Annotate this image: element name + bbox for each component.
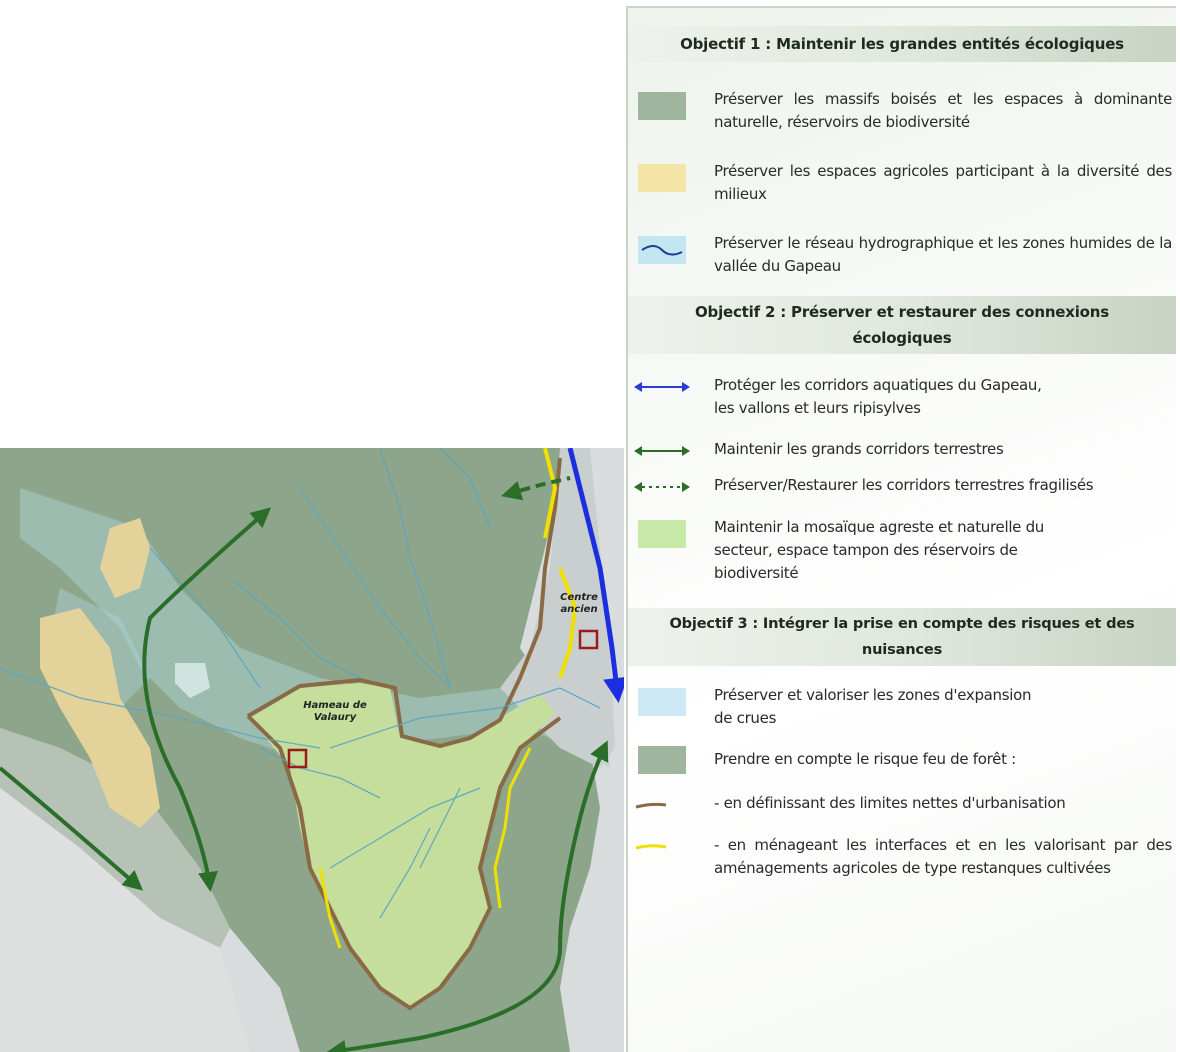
legend-item-mosaique-agreste: Maintenir la mosaïque agreste et naturel… (628, 516, 1176, 592)
objectif-3-title-line2: nuisances (861, 641, 943, 658)
mosaique-swatch (638, 520, 686, 548)
map-canvas (0, 448, 624, 1052)
legend-text-mosaique-line1: Maintenir la mosaïque agreste et naturel… (714, 518, 1045, 536)
legend-item-limites-urbanisation: - en définissant des limites nettes d'ur… (628, 792, 1176, 816)
centre-ancien-label: Centre ancien (554, 592, 604, 616)
blue-double-arrow-icon (634, 382, 690, 392)
green-dashed-arrow-icon (634, 482, 690, 492)
legend-text-aquatiques-line1: Protéger les corridors aquatiques du Gap… (714, 376, 1042, 394)
centre-ancien-marker (578, 629, 599, 650)
legend-item-massifs-boises: Préserver les massifs boisés et les espa… (628, 88, 1176, 138)
legend-item-grands-corridors: Maintenir les grands corridors terrestre… (628, 438, 1176, 462)
legend-text-hydro: Préserver le réseau hydrographique et le… (714, 234, 1172, 275)
map-legend: Objectif 1 : Maintenir les grandes entit… (626, 6, 1176, 1052)
legend-text-aquatiques-line2: les vallons et leurs ripisylves (714, 399, 921, 417)
hameau-valaury-marker (287, 748, 308, 769)
objectif-1-title: Objectif 1 : Maintenir les grandes entit… (680, 35, 1124, 53)
interface-line (543, 448, 558, 539)
objectif-2-title-line1: Objectif 2 : Préserver et restaurer des … (694, 303, 1109, 321)
hydro-line-icon (641, 245, 683, 256)
aquatic-corridor (567, 448, 624, 703)
feu-swatch (638, 746, 686, 774)
legend-item-corridors-fragilises: Préserver/Restaurer les corridors terres… (628, 474, 1176, 498)
legend-text-limites: - en définissant des limites nettes d'ur… (714, 794, 1066, 812)
crues-swatch (638, 688, 686, 716)
terrestrial-corridors (0, 476, 609, 1052)
legend-item-reseau-hydro: Préserver le réseau hydrographique et le… (628, 232, 1176, 282)
agricultural-patch (100, 518, 150, 598)
legend-text-interfaces: - en ménageant les interfaces et en les … (714, 836, 1172, 877)
hameau-valaury-label: Hameau de Valaury (300, 700, 370, 724)
centre-label-line2: ancien (560, 604, 598, 615)
hydro-swatch (638, 236, 686, 264)
legend-text-mosaique-line2: secteur, espace tampon des réservoirs de (714, 541, 1018, 559)
agricultural-swatch (638, 164, 686, 192)
objectif-1-header: Objectif 1 : Maintenir les grandes entit… (628, 26, 1176, 62)
legend-text-feu: Prendre en compte le risque feu de forêt… (714, 750, 1016, 768)
objectif-2-header: Objectif 2 : Préserver et restaurer des … (628, 296, 1176, 354)
legend-item-corridors-aquatiques: Protéger les corridors aquatiques du Gap… (628, 374, 1176, 424)
legend-text-mosaique-line3: biodiversité (714, 564, 799, 582)
legend-text-agricoles: Préserver les espaces agricoles particip… (714, 162, 1172, 203)
legend-item-interfaces: - en ménageant les interfaces et en les … (628, 834, 1176, 914)
map-view[interactable]: Hameau de Valaury Centre ancien (0, 448, 624, 1052)
forest-swatch (638, 92, 686, 120)
objectif-3-header: Objectif 3 : Intégrer la prise en compte… (628, 608, 1176, 666)
agricultural-patch (40, 608, 160, 828)
hameau-label-line1: Hameau de (303, 700, 367, 711)
legend-item-risque-feu: Prendre en compte le risque feu de forêt… (628, 746, 1176, 776)
urbanisation-limit (247, 457, 562, 749)
yellow-line-icon (635, 844, 667, 850)
legend-text-crues-line1: Préserver et valoriser les zones d'expan… (714, 686, 1032, 704)
objectif-3-title-line1: Objectif 3 : Intégrer la prise en compte… (669, 615, 1135, 632)
legend-text-fragilises: Préserver/Restaurer les corridors terres… (714, 476, 1094, 494)
legend-item-espaces-agricoles: Préserver les espaces agricoles particip… (628, 160, 1176, 210)
legend-text-massifs: Préserver les massifs boisés et les espa… (714, 90, 1172, 131)
green-double-arrow-icon (634, 446, 690, 456)
objectif-2-title-line2: écologiques (852, 329, 952, 347)
legend-item-expansion-crues: Préserver et valoriser les zones d'expan… (628, 684, 1176, 734)
legend-text-grands-corridors: Maintenir les grands corridors terrestre… (714, 440, 1004, 458)
legend-text-crues-line2: de crues (714, 709, 777, 727)
brown-line-icon (635, 802, 667, 809)
centre-label-line1: Centre (560, 592, 598, 603)
hameau-label-line2: Valaury (313, 712, 357, 723)
